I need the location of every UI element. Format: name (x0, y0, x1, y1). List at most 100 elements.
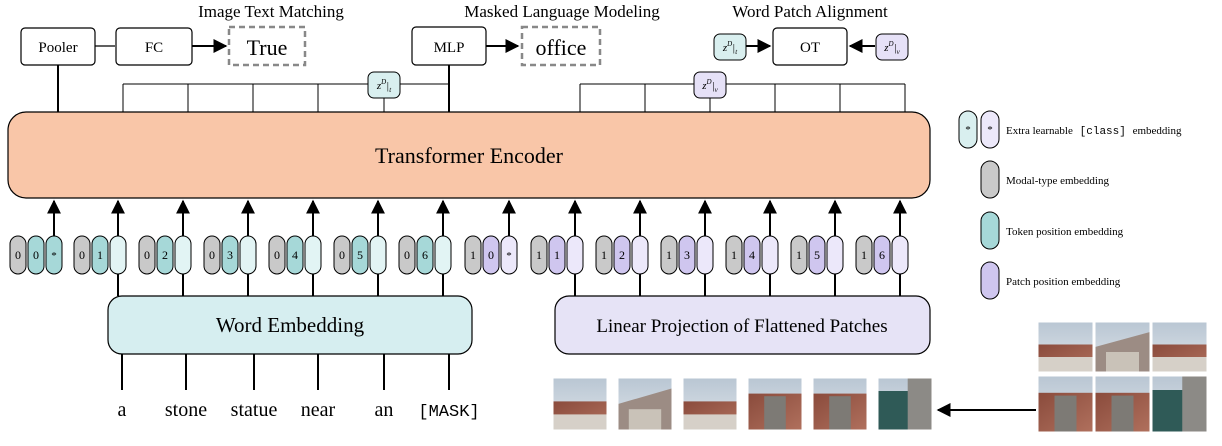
word-embedding-box: Word Embedding (107, 295, 473, 355)
position-pill (482, 235, 500, 275)
position-pill (91, 235, 109, 275)
modal-type-pill (595, 235, 613, 275)
class-embedding-pill (500, 235, 518, 275)
z-t-ot-box: zD|t (713, 33, 747, 61)
modal-type-pill (9, 235, 27, 275)
position-pill (416, 235, 434, 275)
legend-extra-class: [class] (1080, 126, 1126, 138)
ot-box: OT (772, 27, 848, 66)
position-pill (286, 235, 304, 275)
legend-extra-prefix: Extra learnable (1006, 125, 1073, 137)
source-tile-1 (1094, 321, 1151, 373)
position-value: 0 (33, 248, 39, 262)
class-star: * (506, 250, 512, 262)
image-output-bracket (579, 83, 906, 112)
itm-heading: Image Text Matching (198, 2, 344, 21)
position-value: 3 (684, 248, 690, 262)
source-tile-5 (1151, 375, 1208, 433)
input-word-1: stone (165, 399, 207, 421)
modal-type-pill (855, 235, 873, 275)
modal-type-pill (464, 235, 482, 275)
position-pill (678, 235, 696, 275)
embedding-to-encoder-arrows (47, 199, 907, 236)
office-output-box: office (520, 25, 602, 67)
modal-type-value: 0 (404, 248, 410, 262)
legend-modal-type-label: Modal-type embedding (1006, 175, 1109, 187)
legend-token-position-icon (980, 211, 1000, 250)
legend-token-position-label: Token position embedding (1006, 226, 1124, 238)
source-tile-3 (1037, 375, 1094, 433)
modal-type-value: 1 (536, 248, 542, 262)
position-pill (613, 235, 631, 275)
z-t-main-box: zD|t (367, 71, 401, 99)
content-embedding-pill (304, 235, 322, 275)
modal-type-pill (790, 235, 808, 275)
pooler-label: Pooler (38, 40, 77, 56)
embedding-connector-lines (117, 274, 901, 296)
legend-modal-type-icon (980, 160, 1000, 199)
source-image-patch-grid (1037, 321, 1208, 433)
modal-type-value: 0 (274, 248, 280, 262)
modal-type-value: 1 (796, 248, 802, 262)
content-embedding-pill (174, 235, 192, 275)
position-value: 3 (227, 248, 233, 262)
modal-type-value: 1 (601, 248, 607, 262)
position-value: 5 (357, 248, 363, 262)
position-value: 5 (814, 248, 820, 262)
content-embedding-pill (566, 235, 584, 275)
word-embedding-label: Word Embedding (216, 313, 365, 337)
position-pill (27, 235, 45, 275)
position-pill (808, 235, 826, 275)
pooler-box: Pooler (20, 27, 96, 66)
content-embedding-pill (631, 235, 649, 275)
modal-type-pill (660, 235, 678, 275)
content-embedding-pill (761, 235, 779, 275)
mlp-label: MLP (434, 40, 465, 56)
svg-text:*: * (987, 124, 993, 136)
position-value: 2 (619, 248, 625, 262)
content-embedding-pill (239, 235, 257, 275)
class-star: * (51, 250, 57, 262)
transformer-encoder-label: Transformer Encoder (375, 143, 564, 168)
linear-projection-box: Linear Projection of Flattened Patches (554, 295, 931, 355)
flattened-patches-row (552, 377, 933, 431)
input-word-2: statue (231, 399, 278, 421)
position-value: 6 (879, 248, 885, 262)
office-output-label: office (536, 35, 587, 60)
position-value: 1 (554, 248, 560, 262)
mlm-heading: Masked Language Modeling (464, 2, 660, 21)
modal-type-pill (725, 235, 743, 275)
patch-tile-5 (877, 377, 933, 431)
transformer-encoder: Transformer Encoder (7, 111, 931, 199)
modal-type-pill (268, 235, 286, 275)
true-output-box: True (227, 25, 307, 67)
position-pill (156, 235, 174, 275)
modal-type-pill (73, 235, 91, 275)
position-value: 0 (488, 248, 494, 262)
patch-tile-4 (812, 377, 868, 431)
position-pill (351, 235, 369, 275)
source-tile-2 (1151, 321, 1208, 373)
patch-tile-3 (747, 377, 803, 431)
modal-type-value: 0 (209, 248, 215, 262)
input-word-0: a (118, 399, 127, 421)
position-pill (873, 235, 891, 275)
legend-patch-position-label: Patch position embedding (1006, 276, 1121, 288)
input-word-4: an (375, 399, 394, 421)
fc-label: FC (145, 40, 163, 56)
legend-patch-position-icon (980, 261, 1000, 300)
legend-extra-class-icon: * * (958, 110, 1000, 149)
class-embedding-pill (45, 235, 63, 275)
modal-type-value: 1 (666, 248, 672, 262)
